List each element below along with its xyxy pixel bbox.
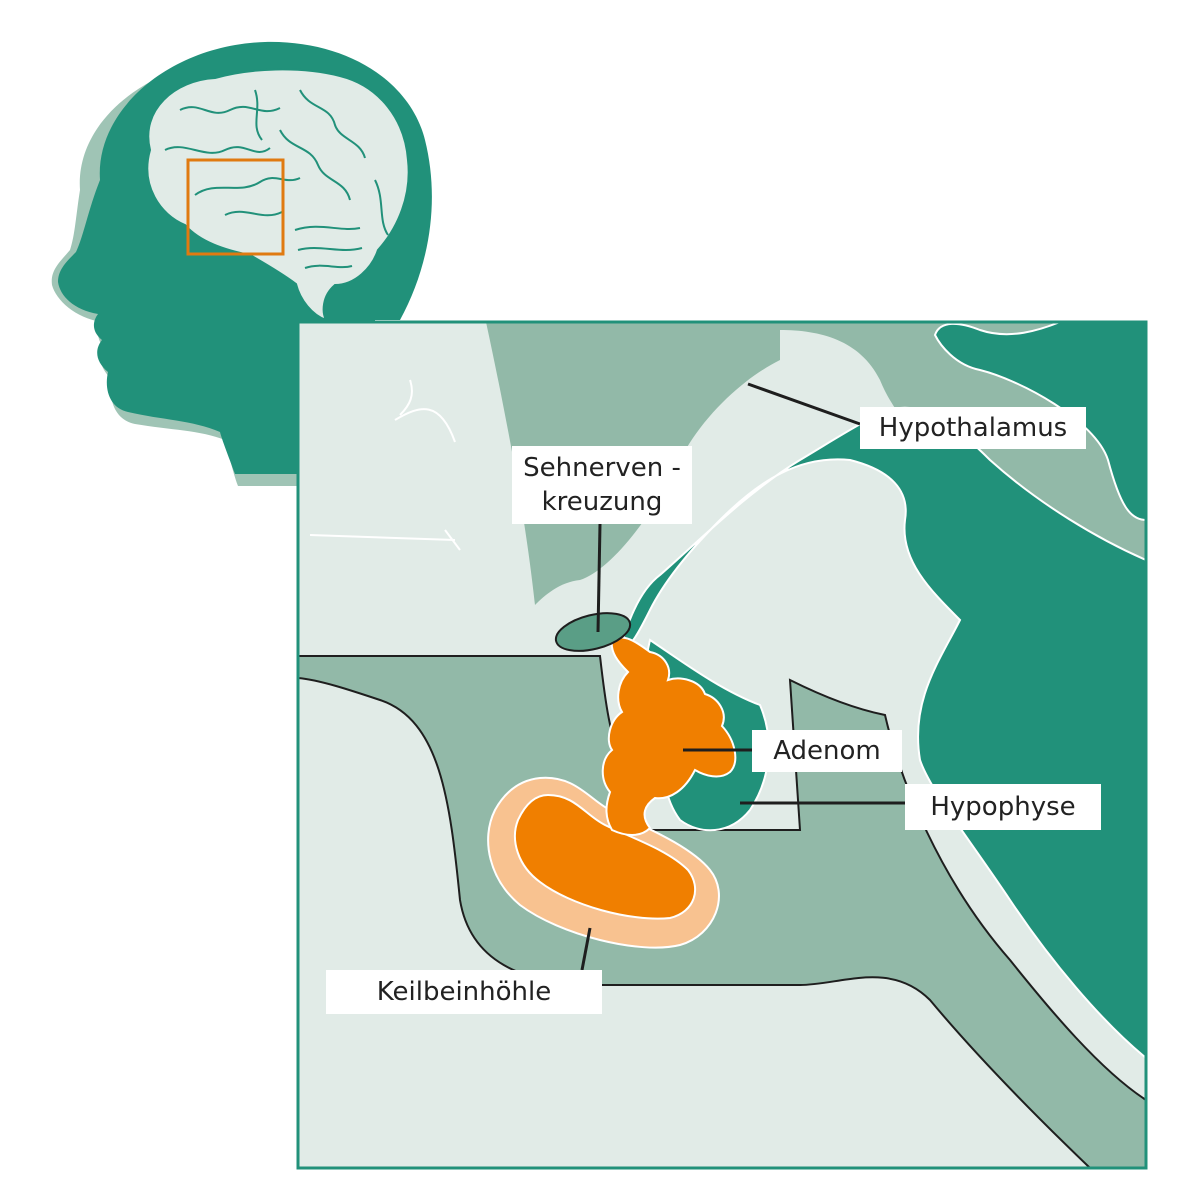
brain-tissue-region — [486, 322, 1146, 605]
label-pituitary: Hypophyse — [905, 784, 1101, 830]
cross-section-panel — [296, 320, 1148, 1170]
label-hypothalamus: Hypothalamus — [860, 407, 1086, 449]
leader-sphenoid-sinus — [580, 927, 592, 971]
brain — [146, 68, 410, 322]
label-sphenoid-sinus: Keilbeinhöhle — [326, 970, 602, 1014]
sphenoid-sinus-inner — [514, 793, 697, 920]
label-adenoma: Adenom — [752, 730, 902, 772]
skull-base-region — [298, 655, 1146, 1168]
label-pituitary-text: Hypophyse — [930, 792, 1076, 822]
label-sphenoid-sinus-text: Keilbeinhöhle — [376, 977, 552, 1007]
brain-folds — [164, 89, 389, 269]
zoom-region-box — [186, 158, 285, 256]
leader-optic-chiasm — [596, 523, 602, 633]
leader-hypothalamus — [747, 382, 861, 426]
label-adenoma-text: Adenom — [773, 736, 881, 766]
panel-border — [296, 320, 1148, 1170]
nerve-fibres — [309, 379, 461, 551]
label-optic-chiasm-line1: Sehnerven - — [523, 453, 681, 483]
adenoma — [601, 636, 737, 836]
optic-chiasm — [554, 612, 632, 652]
head-illustration — [51, 41, 432, 486]
label-hypothalamus-text: Hypothalamus — [878, 413, 1068, 443]
label-optic-chiasm-line2: kreuzung — [541, 487, 663, 517]
label-optic-chiasm: Sehnerven - kreuzung — [512, 446, 692, 524]
leader-lines — [580, 382, 905, 971]
